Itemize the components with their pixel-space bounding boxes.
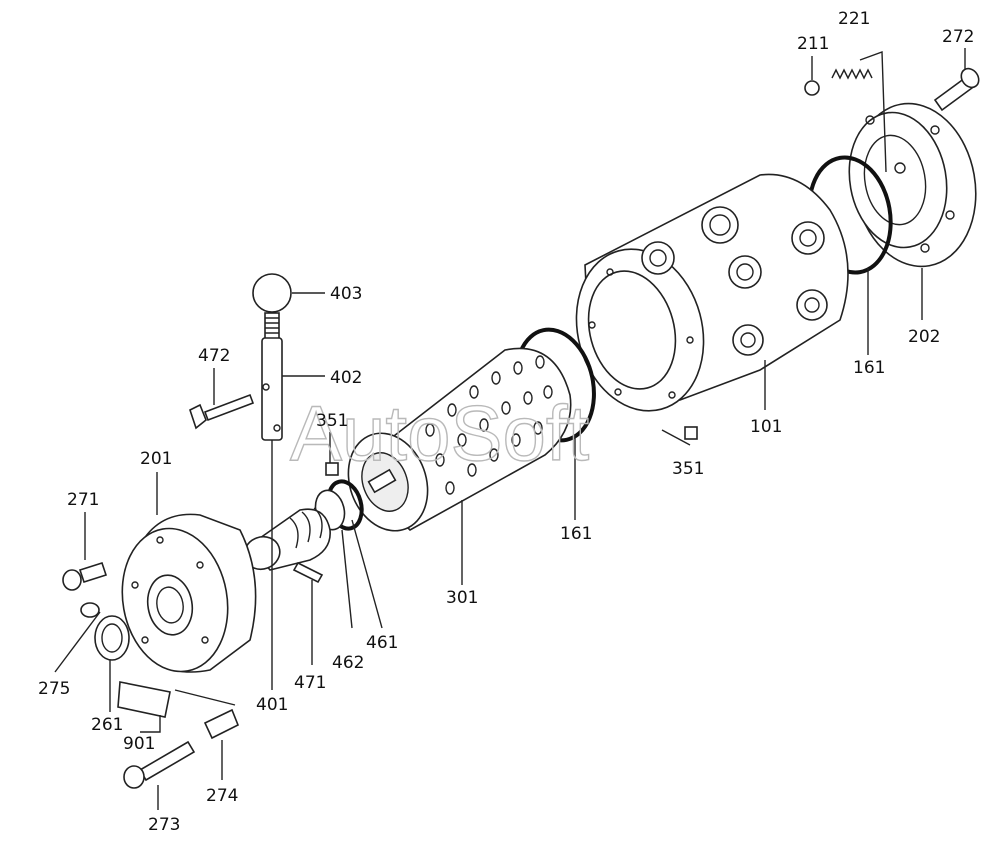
- bolt-273: [123, 740, 196, 789]
- label-221: 221: [838, 9, 870, 29]
- label-461: 461: [366, 633, 398, 653]
- label-351-right: 351: [672, 459, 704, 479]
- part-labels: 211 221 272 202 161 101 351 351 161 403 …: [38, 9, 974, 835]
- label-272: 272: [942, 27, 974, 47]
- label-271: 271: [67, 490, 99, 510]
- bolt-272: [933, 67, 980, 112]
- label-403: 403: [330, 284, 362, 304]
- label-471: 471: [294, 673, 326, 693]
- label-351-left: 351: [316, 411, 348, 431]
- label-211: 211: [797, 34, 829, 54]
- bolt-271: [62, 561, 108, 591]
- end-cover-201: [121, 513, 257, 673]
- plug-351-right: [684, 426, 698, 440]
- knob-403: [252, 273, 292, 313]
- bushing-274: [203, 708, 240, 740]
- label-401: 401: [256, 695, 288, 715]
- label-161-right: 161: [853, 358, 885, 378]
- nameplate-901: [117, 681, 171, 718]
- label-274: 274: [206, 786, 238, 806]
- label-202: 202: [908, 327, 940, 347]
- spring-221: [831, 68, 873, 80]
- wing-screw-472: [189, 393, 255, 430]
- label-462: 462: [332, 653, 364, 673]
- body-101: [575, 173, 849, 412]
- label-273: 273: [148, 815, 180, 835]
- spool-401: [243, 507, 331, 571]
- watermark-text: AutoSoft: [290, 389, 590, 477]
- label-201: 201: [140, 449, 172, 469]
- label-901: 901: [123, 734, 155, 754]
- end-cover-202: [848, 102, 977, 268]
- seal-261: [94, 615, 130, 661]
- label-161-left: 161: [560, 524, 592, 544]
- threaded-stem: [264, 312, 280, 340]
- leader-lines: [54, 48, 966, 810]
- label-101: 101: [750, 417, 782, 437]
- sleeve-301: [347, 347, 572, 532]
- label-472: 472: [198, 346, 230, 366]
- pin-471: [292, 561, 324, 584]
- label-402: 402: [330, 368, 362, 388]
- ball-211: [804, 80, 820, 96]
- plug-275: [80, 602, 100, 618]
- label-275: 275: [38, 679, 70, 699]
- plug-351-left: [325, 462, 339, 476]
- label-301: 301: [446, 588, 478, 608]
- label-261: 261: [91, 715, 123, 735]
- shaft-402: [261, 337, 283, 441]
